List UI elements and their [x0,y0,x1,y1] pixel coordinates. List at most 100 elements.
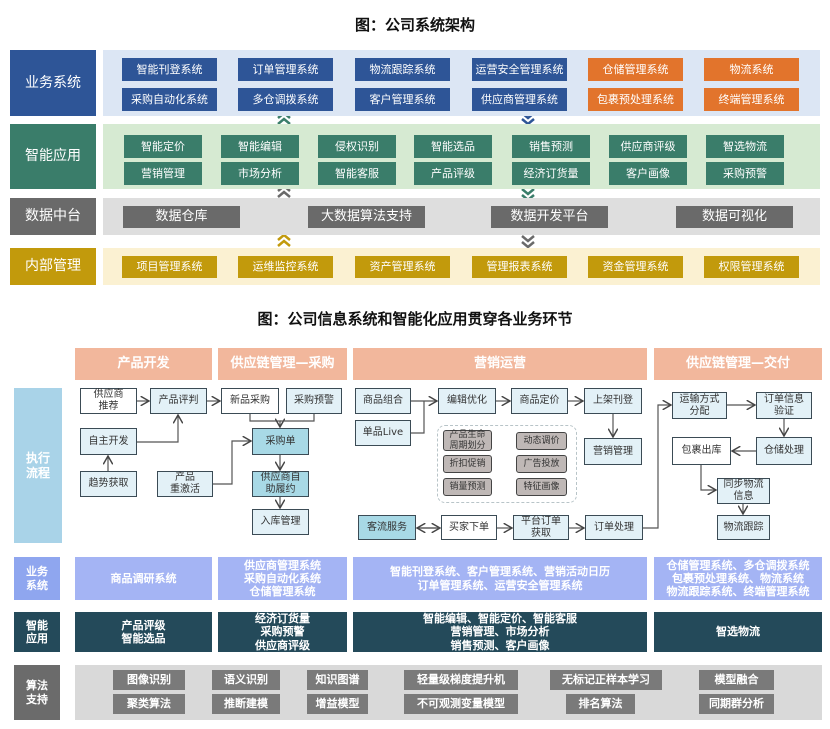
flow-arrow [643,405,671,529]
data-platform-item[interactable]: 大数据算法支持 [308,206,425,228]
data-platform-item[interactable]: 数据仓库 [123,206,240,228]
smart-app-item[interactable]: 营销管理 [124,162,202,185]
integration-title: 图：公司信息系统和智能化应用贯穿各业务环节 [257,310,573,328]
business-system-item[interactable]: 物流系统 [704,58,799,81]
chevron-down-icon [521,188,535,196]
internal-system-item[interactable]: 权限管理系统 [704,256,799,278]
algorithm-item[interactable]: 推断建模 [212,694,280,714]
algorithm-item[interactable]: 语义识别 [212,670,280,690]
flow-step-platform-order[interactable]: 平台订单 获取 [513,515,569,540]
flow-step-inbound[interactable]: 入库管理 [252,509,309,535]
business-system-item[interactable]: 客户管理系统 [355,88,450,111]
flow-step-supplier-self[interactable]: 供应商自 助履约 [252,471,309,497]
flow-arrow [411,401,425,434]
business-system-item[interactable]: 仓储管理系统 [588,58,683,81]
flow-step-order-verify[interactable]: 订单信息 验证 [756,392,812,419]
row-label-flow: 执行 流程 [14,388,62,543]
flow-step-transport[interactable]: 运输方式 分配 [672,392,727,419]
analysis-item-portrait[interactable]: 特征画像 [516,478,567,496]
business-system-item[interactable]: 物流跟踪系统 [355,58,450,81]
business-system-item[interactable]: 采购自动化系统 [122,88,217,111]
business-system-item[interactable]: 包裹预处理系统 [588,88,683,111]
analysis-item-lifecycle[interactable]: 产品生命 周期划分 [443,430,492,451]
smart-app-item[interactable]: 智选物流 [706,135,784,158]
flow-step-purchase-alert[interactable]: 采购预警 [286,388,342,414]
flow-step-buyer-order[interactable]: 买家下单 [441,515,497,540]
smart-app-item[interactable]: 供应商评级 [609,135,687,158]
business-system-item[interactable]: 多仓调拨系统 [238,88,333,111]
internal-system-item[interactable]: 管理报表系统 [472,256,567,278]
algorithm-item[interactable]: 同期群分析 [699,694,774,714]
flow-arrow [700,465,716,490]
smart-app-item[interactable]: 市场分析 [221,162,299,185]
stage-header: 产品开发 [75,348,212,380]
internal-system-item[interactable]: 资产管理系统 [355,256,450,278]
business-system-item[interactable]: 运营安全管理系统 [472,58,567,81]
analysis-item-dyn-price[interactable]: 动态调价 [516,432,567,450]
flow-step-live[interactable]: 单品Live [355,420,411,446]
algorithm-item[interactable]: 图像识别 [113,670,185,690]
algorithm-item[interactable]: 排名算法 [566,694,635,714]
row-label-smart: 智能应用 [10,124,96,189]
smart-app-item[interactable]: 智能客服 [318,162,396,185]
smart-app-item[interactable]: 智能选品 [414,135,492,158]
flow-step-order-proc[interactable]: 订单处理 [585,515,643,540]
smart-app-item[interactable]: 采购预警 [706,162,784,185]
business-system-item[interactable]: 订单管理系统 [238,58,333,81]
flow-step-combo[interactable]: 商品组合 [355,388,411,414]
smart-app-item[interactable]: 智能定价 [124,135,202,158]
flow-step-cs[interactable]: 客流服务 [358,515,416,540]
analysis-item-ads[interactable]: 广告投放 [516,455,567,473]
flow-step-trend[interactable]: 趋势获取 [80,471,137,497]
data-platform-item[interactable]: 数据可视化 [676,206,793,228]
internal-system-item[interactable]: 项目管理系统 [122,256,217,278]
flow-step-purchase-order[interactable]: 采购单 [252,428,309,455]
algorithm-item[interactable]: 知识图谱 [307,670,368,690]
smart-app-cell: 经济订货量 采购预警 供应商评级 [218,612,347,652]
flow-step-listing[interactable]: 上架刊登 [584,388,642,414]
algorithm-item[interactable]: 无标记正样本学习 [550,670,662,690]
internal-system-item[interactable]: 运维监控系统 [238,256,333,278]
algorithm-item[interactable]: 模型融合 [699,670,774,690]
smart-app-cell: 智选物流 [654,612,822,652]
business-system-item[interactable]: 终端管理系统 [704,88,799,111]
smart-app-item[interactable]: 经济订货量 [512,162,590,185]
smart-app-item[interactable]: 智能编辑 [221,135,299,158]
flow-arrow [213,441,251,485]
flow-step-warehouse[interactable]: 仓储处理 [756,437,812,465]
flow-step-sync-logi[interactable]: 同步物流 信息 [717,478,770,504]
flow-step-product-eval[interactable]: 产品评判 [150,388,207,414]
row-label-app: 智能 应用 [14,612,60,652]
analysis-item-sales-fc[interactable]: 销量预测 [443,478,492,496]
biz-system-cell: 商品调研系统 [75,557,212,600]
internal-system-item[interactable]: 资金管理系统 [588,256,683,278]
flow-step-edit-opt[interactable]: 编辑优化 [438,388,496,414]
flow-step-pricing[interactable]: 商品定价 [511,388,568,414]
smart-app-item[interactable]: 产品评级 [414,162,492,185]
flow-step-self-dev[interactable]: 自主开发 [80,428,137,455]
chevron-up-icon [277,233,291,241]
stage-header: 供应链管理—采购 [218,348,347,380]
flow-step-pack-out[interactable]: 包裹出库 [672,437,731,465]
flow-step-marketing[interactable]: 营销管理 [584,438,642,465]
flow-step-new-purchase[interactable]: 新品采购 [221,388,279,414]
row-label-internal: 内部管理 [10,248,96,285]
flow-step-reactivate[interactable]: 产品 重激活 [157,471,213,497]
biz-system-cell: 仓储管理系统、多仓调拨系统 包裹预处理系统、物流系统 物流跟踪系统、终端管理系统 [654,557,822,600]
algorithm-item[interactable]: 增益模型 [307,694,368,714]
smart-app-item[interactable]: 销售预测 [512,135,590,158]
flow-arrow [249,414,280,427]
smart-app-item[interactable]: 客户画像 [609,162,687,185]
business-system-item[interactable]: 智能刊登系统 [122,58,217,81]
algorithm-item[interactable]: 不可观测变量模型 [404,694,518,714]
flow-step-supplier-rec[interactable]: 供应商 推荐 [80,388,137,414]
algorithm-item[interactable]: 聚类算法 [113,694,185,714]
data-platform-item[interactable]: 数据开发平台 [491,206,608,228]
smart-app-item[interactable]: 侵权识别 [318,135,396,158]
chevron-up-icon [277,190,291,198]
algorithm-item[interactable]: 轻量级梯度提升机 [404,670,518,690]
analysis-item-discount[interactable]: 折扣促销 [443,455,492,473]
flow-step-tracking[interactable]: 物流跟踪 [717,515,770,540]
business-system-item[interactable]: 供应商管理系统 [472,88,567,111]
